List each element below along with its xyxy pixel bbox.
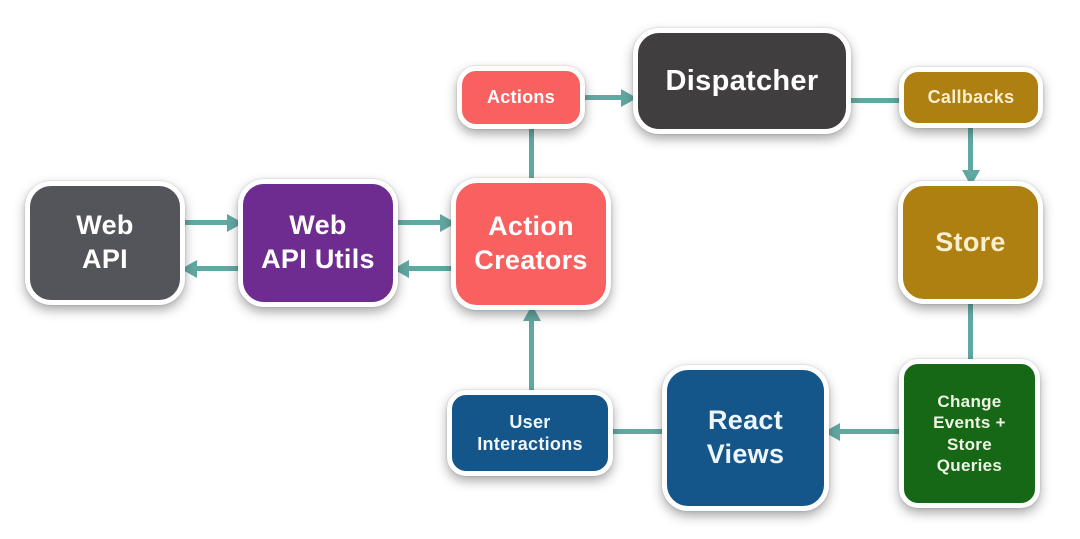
node-callbacks-label: Callbacks xyxy=(927,87,1015,108)
node-action-creators: Action Creators xyxy=(451,178,611,310)
node-user-interactions-label: User Interactions xyxy=(477,411,583,455)
node-change-events-store-queries: Change Events + Store Queries xyxy=(899,359,1040,508)
connector-actions-to-dispatcher xyxy=(581,95,621,100)
node-web-api-label: Web API xyxy=(76,210,134,274)
connector-store-to-change-events xyxy=(968,300,973,364)
connector-web-api-to-web-api-utils xyxy=(181,220,227,225)
node-action-creators-label: Action Creators xyxy=(474,211,588,275)
node-dispatcher-label: Dispatcher xyxy=(665,64,819,97)
connector-user-interactions-to-action-creators xyxy=(529,321,534,395)
connector-web-api-utils-to-web-api xyxy=(197,266,243,271)
node-react-views: React Views xyxy=(662,365,829,511)
connector-action-creators-to-web-api-utils xyxy=(409,266,456,271)
node-change-events-store-queries-label: Change Events + Store Queries xyxy=(933,392,1006,475)
node-user-interactions: User Interactions xyxy=(447,390,613,476)
node-web-api-utils: Web API Utils xyxy=(238,179,398,307)
connector-react-views-to-user-interactions xyxy=(609,429,667,434)
connector-change-events-to-react-views xyxy=(840,429,904,434)
connector-action-creators-to-actions xyxy=(529,126,534,183)
node-web-api-utils-label: Web API Utils xyxy=(261,210,375,274)
arrowhead-left-icon xyxy=(181,259,197,278)
node-dispatcher: Dispatcher xyxy=(633,28,851,134)
node-callbacks: Callbacks xyxy=(899,67,1043,128)
node-react-views-label: React Views xyxy=(706,405,785,469)
connector-web-api-utils-to-action-creators xyxy=(394,220,440,225)
node-actions-label: Actions xyxy=(486,87,556,108)
node-store: Store xyxy=(898,181,1043,304)
node-store-label: Store xyxy=(935,226,1006,257)
node-actions: Actions xyxy=(457,66,585,129)
connector-callbacks-to-store xyxy=(968,124,973,170)
node-web-api: Web API xyxy=(25,181,185,305)
connector-dispatcher-to-callbacks xyxy=(847,98,904,103)
